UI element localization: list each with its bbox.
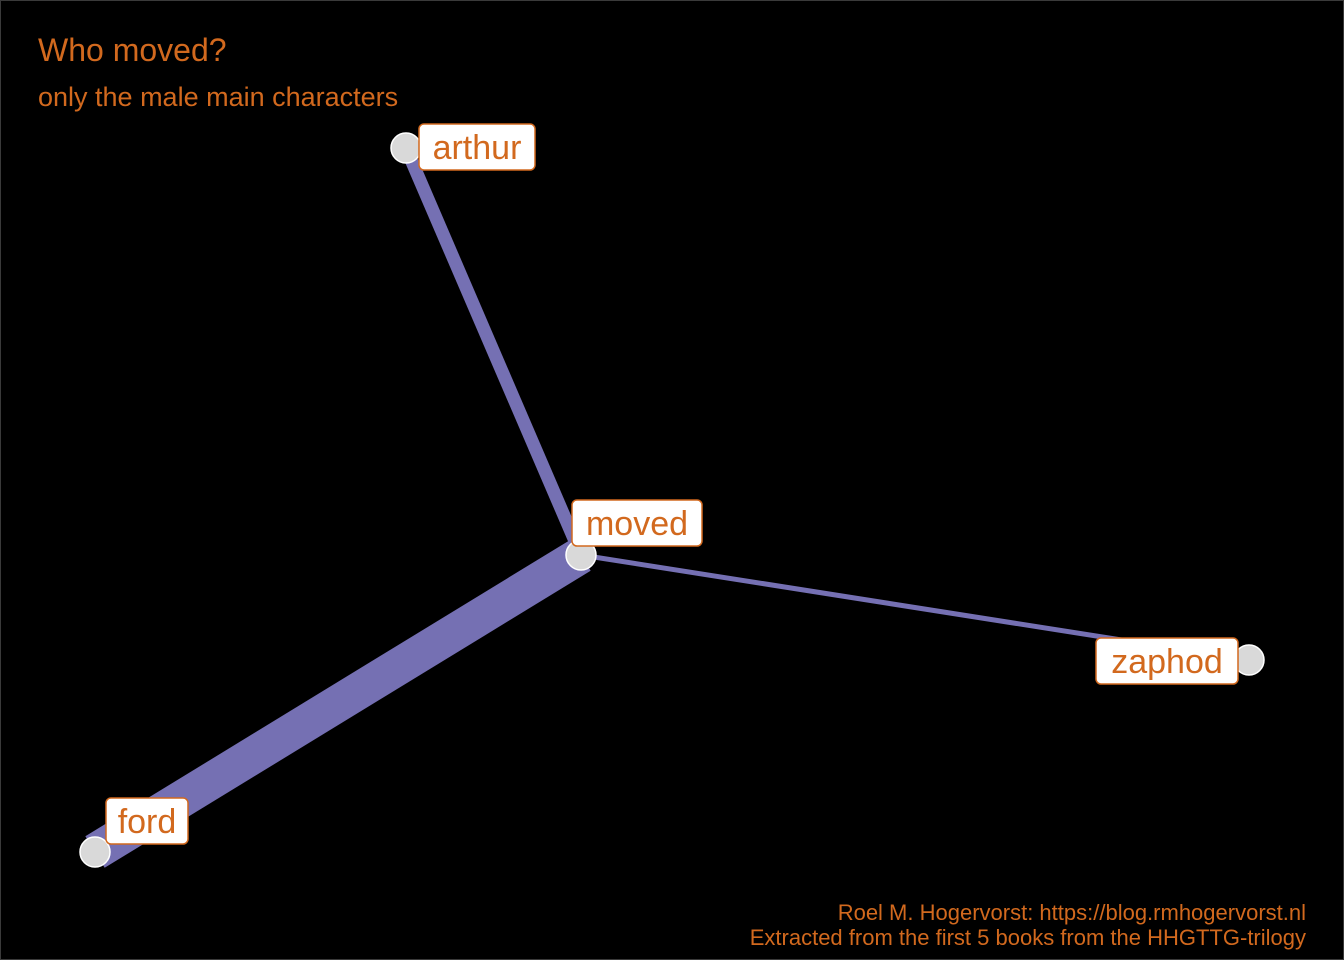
node-label-box-zaphod <box>1095 637 1239 685</box>
node-label-moved: moved <box>571 499 703 547</box>
node-label-arthur: arthur <box>418 123 536 171</box>
node-arthur <box>390 132 422 164</box>
chart-title: Who moved? <box>38 32 227 68</box>
node-label-zaphod: zaphod <box>1095 637 1239 685</box>
node-label-box-arthur <box>418 123 536 171</box>
caption-source: Extracted from the first 5 books from th… <box>749 925 1306 950</box>
node-label-text-arthur: arthur <box>433 129 522 167</box>
nodes-layer <box>79 132 1265 868</box>
caption-author: Roel M. Hogervorst: https://blog.rmhoger… <box>837 900 1306 925</box>
chart-subtitle: only the male main characters <box>38 82 399 112</box>
node-label-ford: ford <box>105 797 189 845</box>
node-label-text-ford: ford <box>118 803 177 841</box>
node-label-box-moved <box>571 499 703 547</box>
labels-layer: moved arthur ford zaphod <box>105 123 1239 845</box>
node-label-text-zaphod: zaphod <box>1111 643 1223 681</box>
node-label-box-ford <box>105 797 189 845</box>
edge-moved-arthur <box>400 145 587 558</box>
node-label-text-moved: moved <box>586 505 688 543</box>
node-ford <box>79 836 111 868</box>
